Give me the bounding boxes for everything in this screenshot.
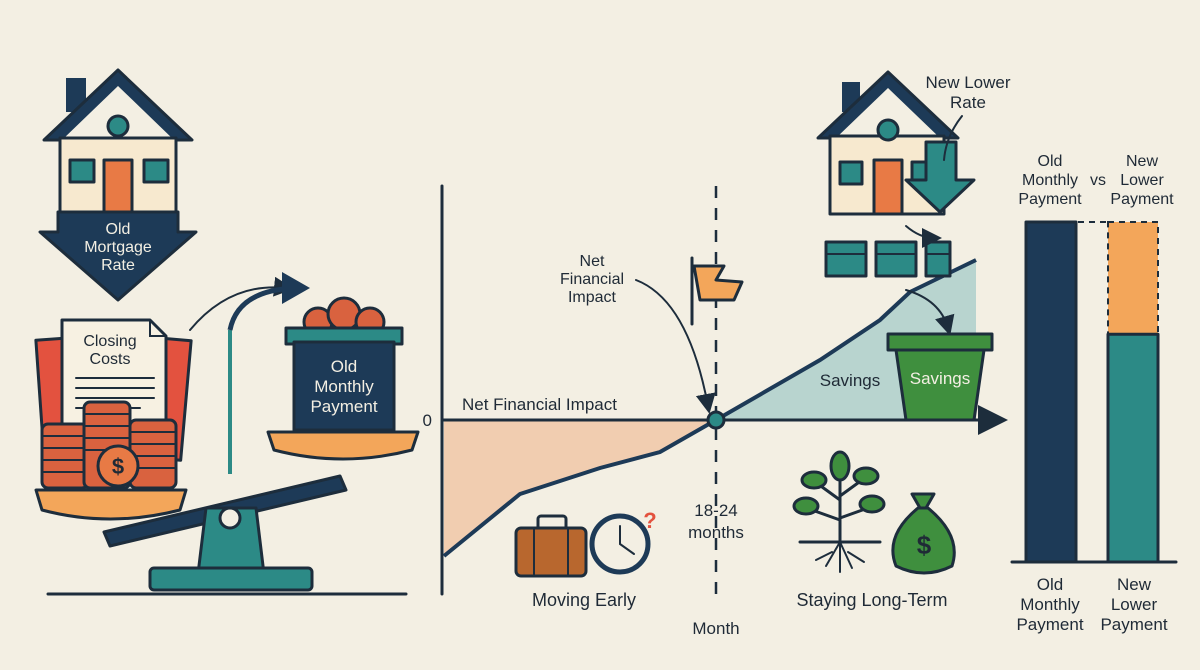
payment-blocks-icon [824,240,952,278]
old-house-icon [42,68,194,216]
net-impact-callout-1: Net [580,253,605,270]
money-bag-icon: $ [891,492,956,575]
bar-footer-old-2: Monthly [1020,595,1080,614]
left-panel: Old Mortgage Rate Closing Costs [34,68,420,596]
tree-icon [792,450,886,573]
x-axis-label: Month [692,619,739,638]
new-house-icon [816,70,960,216]
bar-header-new-1: New [1126,153,1158,170]
payment-comparison: Old Monthly Payment vs New Lower Payment… [1010,153,1178,634]
savings-area-label: Savings [820,371,880,390]
bar-footer-new-2: Lower [1111,595,1158,614]
new-rate-pointer [943,115,963,161]
suitcase-icon [514,514,588,578]
savings-flow-arrow [905,289,955,336]
money-bag-dollar-icon: $ [917,530,932,560]
net-impact-callout-2: Financial [560,271,624,288]
old-payment-bar [1024,220,1078,564]
breakeven-label-1: 18-24 [694,501,737,520]
new-rate-label-2: Rate [950,93,986,112]
callout-arrow [635,279,716,414]
zero-label: 0 [423,411,432,430]
staying-long-term-label: Staying Long-Term [796,590,947,610]
bar-footer-new-1: New [1117,575,1152,594]
bar-footer-old-1: Old [1037,575,1063,594]
question-mark-icon: ? [643,508,656,533]
bar-header-vs: vs [1090,172,1106,189]
blocks-to-pot-arrow [905,225,942,248]
bar-header-old-1: Old [1038,153,1063,170]
old-payment-bucket-icon: Old Monthly Payment [284,296,404,432]
old-rate-down-arrow-icon: Old Mortgage Rate [38,210,198,302]
closing-cost-to-payment-arrow [189,276,294,331]
coin-stacks-icon: $ [40,400,178,490]
bar-header-old-2: Monthly [1022,172,1078,189]
old-payment-label-1: Old [331,357,357,376]
net-impact-line-label: Net Financial Impact [462,395,617,414]
breakeven-label-2: months [688,523,744,542]
moving-early-label: Moving Early [532,590,636,610]
savings-pot-label: Savings [910,369,970,388]
old-payment-label-2: Monthly [314,377,374,396]
bar-footer-new-3: Payment [1100,615,1167,634]
new-rate-label-1: New Lower [925,73,1010,92]
closing-costs-label-2: Costs [90,351,131,368]
old-rate-label-1: Old [106,221,131,238]
savings-pot-icon: Savings [886,332,994,422]
new-rate-group: New Lower Rate Savings [816,70,1011,422]
balance-scale-icon [34,430,420,596]
net-impact-callout-3: Impact [568,289,617,306]
payment-savings-segment [1108,222,1158,335]
bar-header-old-3: Payment [1018,191,1082,208]
new-payment-bar [1106,332,1160,564]
old-rate-label-3: Rate [101,257,135,274]
bar-header-new-3: Payment [1110,191,1174,208]
closing-costs-label-1: Closing [83,333,136,350]
clock-icon: ? [589,508,657,575]
dollar-coin-icon: $ [112,454,124,479]
bar-header-new-2: Lower [1120,172,1164,189]
bar-footer-old-3: Payment [1016,615,1083,634]
old-rate-label-2: Mortgage [84,239,152,256]
old-payment-label-3: Payment [310,397,377,416]
flag-icon [690,256,744,326]
new-rate-down-arrow-icon [904,140,976,214]
breakeven-point [706,410,726,430]
